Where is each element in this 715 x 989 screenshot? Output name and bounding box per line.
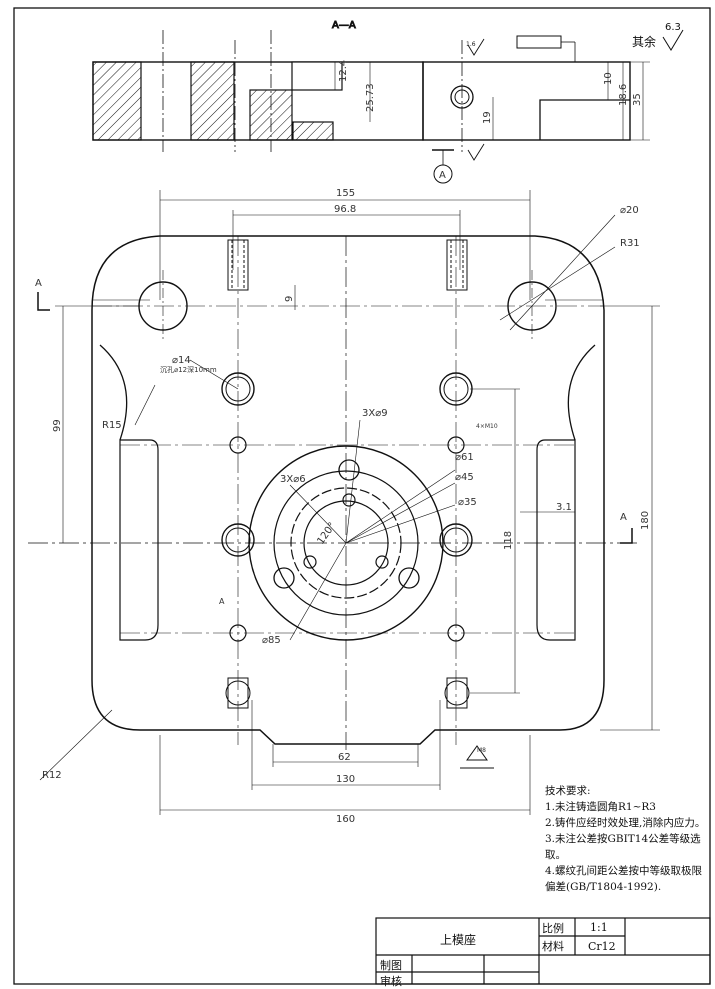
dim-9: 9 [284,296,295,302]
note-item-4: 4.螺纹孔间距公差按中等级取极限偏差(GB/T1804-1992). [545,865,703,893]
checked-label: 审核 [380,975,402,988]
plan-view [28,190,660,815]
dim-r12: R12 [42,770,62,781]
note-item-1: 1.未注铸造圆角R1~R3 [545,801,656,813]
dim-160: 160 [336,814,355,825]
dim-d35: ⌀35 [458,497,477,508]
section-datum-label: A [439,170,446,181]
dim-155: 155 [336,188,355,199]
dim-18-6: 18.6 [618,84,629,106]
material-label: 材料 [542,940,564,953]
dim-d14: ⌀14 [172,355,191,366]
dim-3x9: 3X⌀9 [362,408,388,419]
scale-value: 1:1 [590,921,608,934]
dim-120: 120° [315,521,338,547]
dim-m8: M8 [477,747,486,754]
dim-10: 10 [603,72,614,85]
dim-r15: R15 [102,420,122,431]
notes-title: 技术要求: [545,785,591,797]
section-mark-a-left: A [35,278,42,289]
dim-r31: R31 [620,238,640,249]
dim-118: 118 [503,531,514,550]
roughness-other-value: 6.3 [665,22,681,33]
dim-3-1: 3.1 [556,502,572,513]
title-block [375,917,711,985]
dim-25-73: 25.73 [365,83,376,112]
dim-96-8: 96.8 [334,204,356,215]
material-value: Cr12 [588,940,616,953]
roughness-other-label: 其余 [632,34,656,49]
dim-m10: 4×M10 [476,423,498,430]
dim-99: 99 [52,419,63,432]
roughness-small-value: 1.6 [466,41,476,48]
scale-label: 比例 [542,922,564,935]
section-view: A—A [92,20,684,184]
dim-12-4: 12.4 [338,60,349,82]
dim-130: 130 [336,774,355,785]
section-mark-a-center: A [219,597,225,606]
dim-180: 180 [640,511,651,530]
dim-35: 35 [632,93,643,106]
dim-counterbore: 沉孔⌀12深10mm [160,365,217,374]
section-mark-a-right: A [620,512,627,523]
note-item-2: 2.铸件应经时效处理,消除内应力。 [545,817,706,829]
part-name: 上模座 [440,933,477,947]
dim-d85: ⌀85 [262,635,281,646]
dim-62: 62 [338,752,351,763]
technical-notes: 技术要求: 1.未注铸造圆角R1~R3 2.铸件应经时效处理,消除内应力。 3.… [545,783,710,895]
dim-d20: ⌀20 [620,205,639,216]
dim-3x6: 3X⌀6 [280,474,306,485]
dim-d61: ⌀61 [455,452,474,463]
drawing-border [13,7,711,985]
dim-d45: ⌀45 [455,472,474,483]
section-label: A—A [332,20,356,31]
note-item-3: 3.未注公差按GBIT14公差等级选取。 [545,833,701,861]
dim-19: 19 [482,111,493,124]
drawn-label: 制图 [380,959,402,972]
